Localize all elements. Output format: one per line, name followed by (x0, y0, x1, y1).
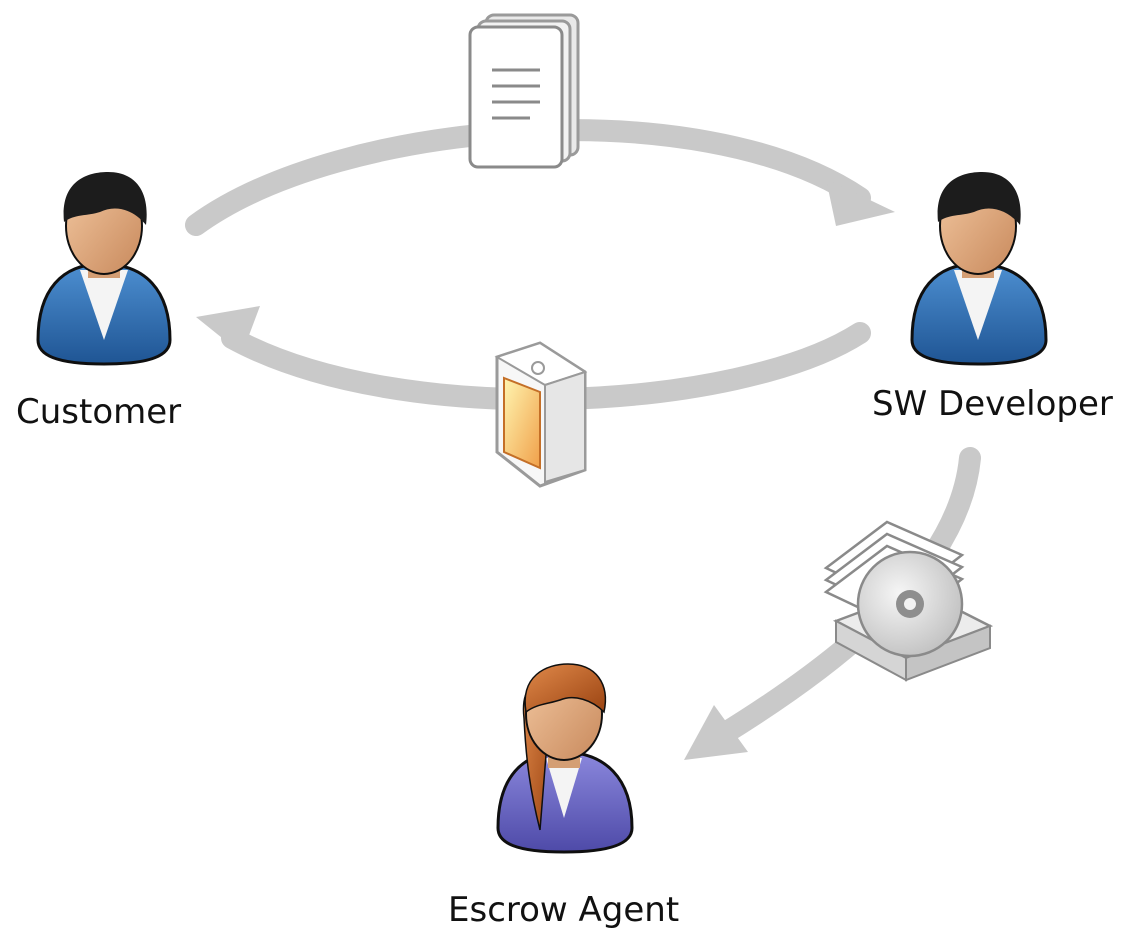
software-box-icon (494, 341, 588, 488)
disc-and-documents-icon (823, 520, 994, 682)
developer-label: SW Developer (872, 384, 1113, 424)
escrow-agent-label: Escrow Agent (448, 890, 680, 930)
customer-avatar-icon (36, 172, 172, 366)
document-stack-icon (468, 13, 580, 169)
escrow-agent-avatar-icon (496, 663, 634, 854)
developer-avatar-icon (910, 172, 1048, 366)
customer-label: Customer (16, 392, 182, 432)
